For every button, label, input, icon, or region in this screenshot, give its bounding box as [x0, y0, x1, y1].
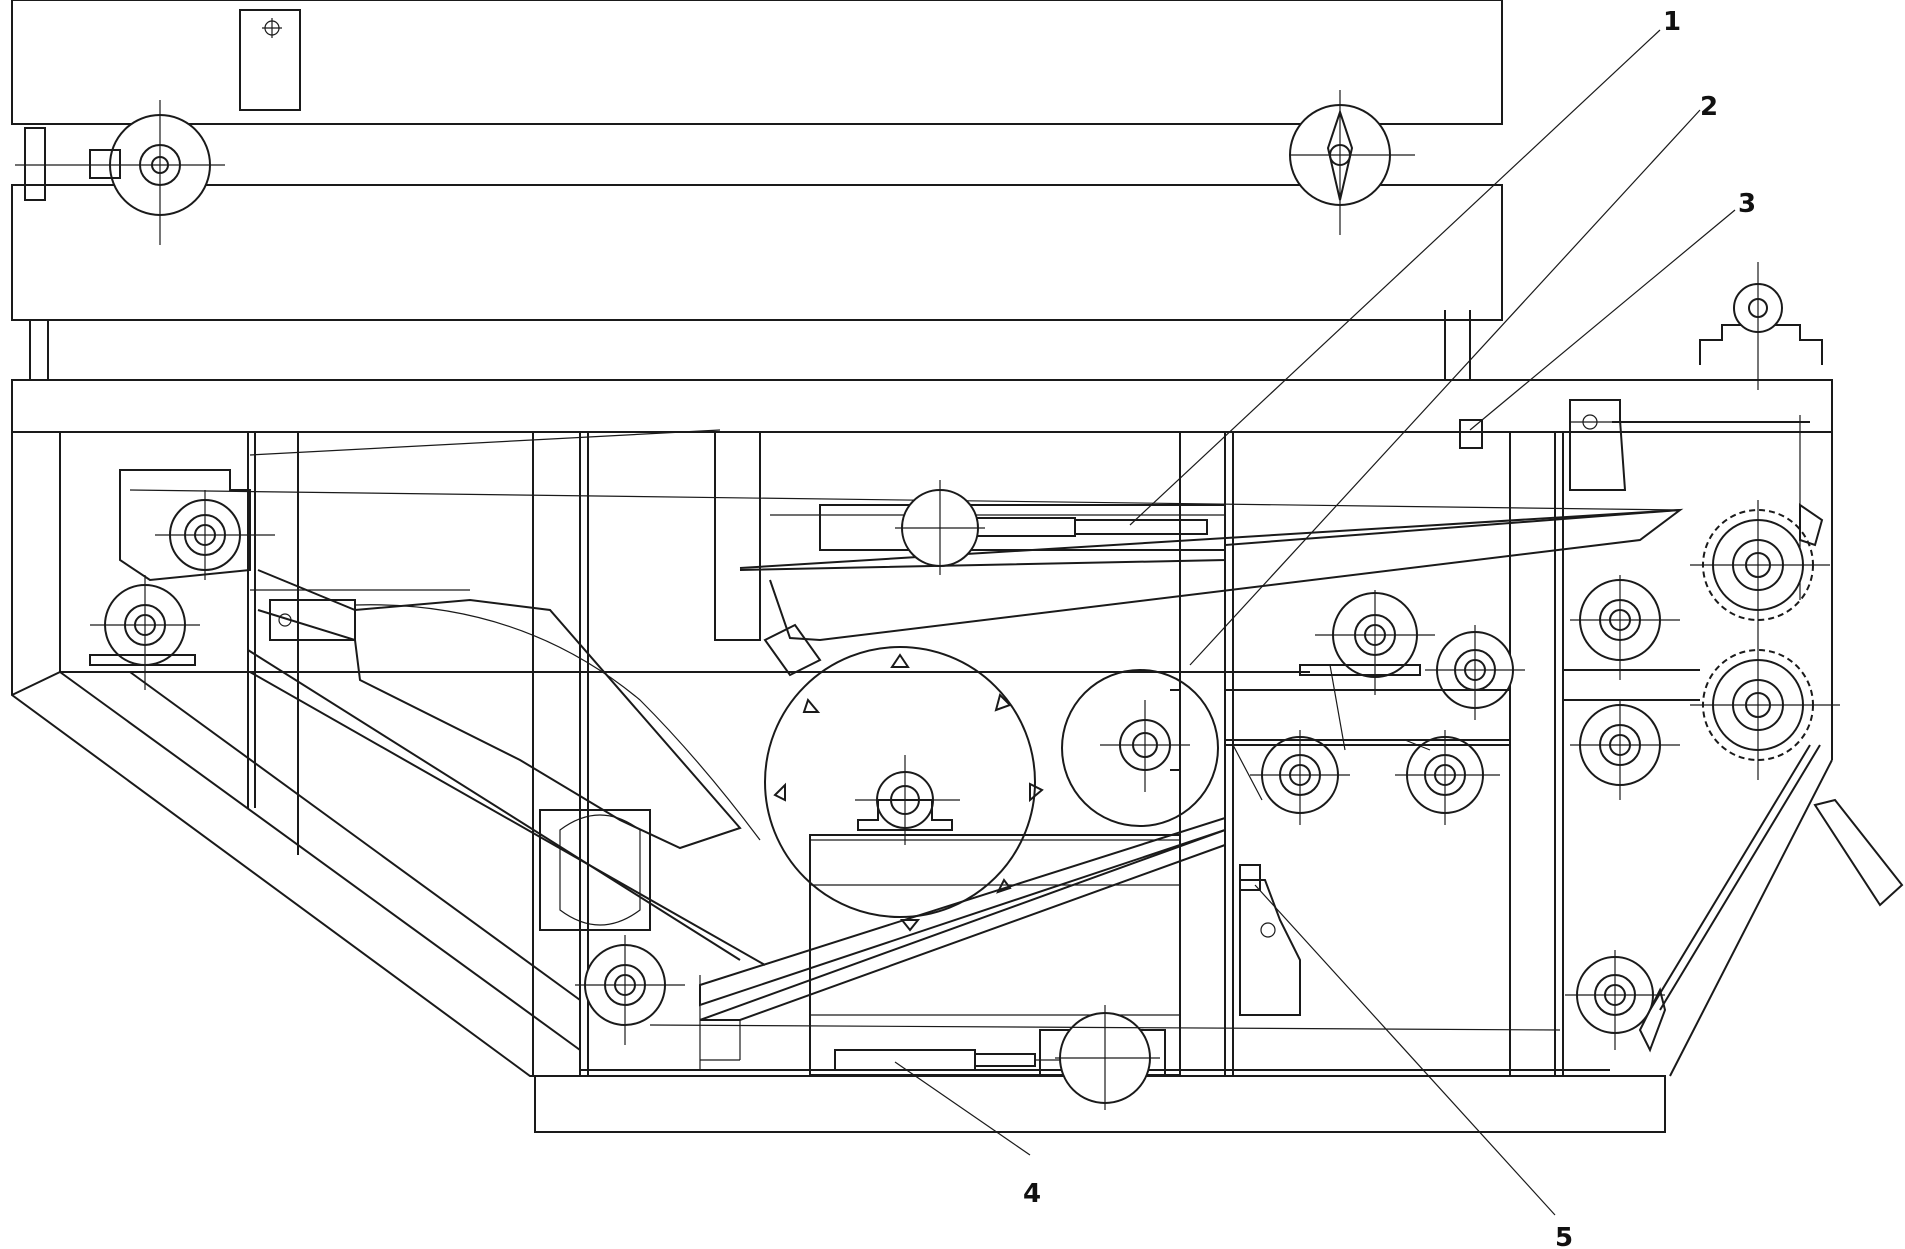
main-body-frame — [11, 379, 1833, 1133]
top-frame — [11, 0, 1503, 380]
scraper-blade — [1638, 503, 1904, 1053]
gear-roller-lower — [1690, 640, 1840, 780]
roller-left-lower — [89, 575, 200, 690]
lower-box — [809, 834, 1181, 1076]
small-sensor-box — [1459, 419, 1483, 449]
callout-4: 4 — [1023, 1179, 1041, 1209]
roller-bottom-left — [539, 809, 1561, 1045]
right-rollers — [1563, 575, 1700, 1050]
slope-board — [699, 816, 1226, 1070]
tensioner-pulley-top — [1699, 262, 1823, 390]
top-roller-right — [1289, 90, 1415, 235]
callout-2: 2 — [1700, 92, 1718, 122]
press-drum — [1061, 669, 1219, 827]
cylinder-lower — [834, 1005, 1166, 1110]
distributor-tray — [129, 429, 1684, 677]
leader-lines — [894, 29, 1736, 1216]
callout-5: 5 — [1555, 1223, 1573, 1249]
gear-roller-upper — [1690, 500, 1830, 640]
roller-left-upper — [119, 469, 275, 582]
wedge-rollers — [1225, 590, 1525, 825]
large-drum — [764, 646, 1044, 932]
cylinder-upper — [895, 480, 1208, 575]
callout-3: 3 — [1738, 189, 1756, 219]
top-roller-left — [15, 100, 225, 245]
callout-1: 1 — [1663, 7, 1681, 37]
bracket-lower-middle — [1239, 864, 1301, 1016]
